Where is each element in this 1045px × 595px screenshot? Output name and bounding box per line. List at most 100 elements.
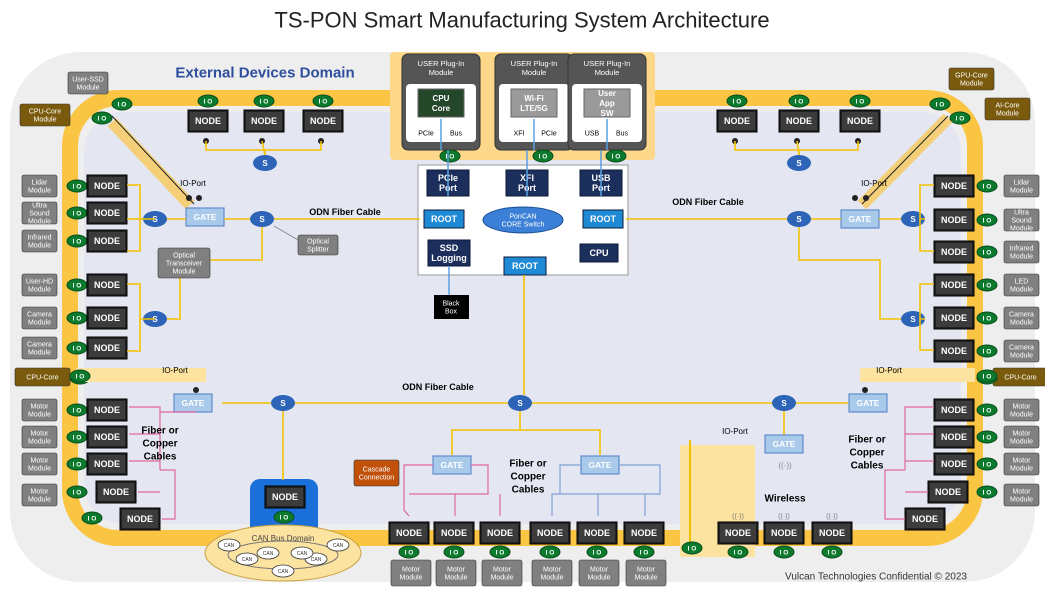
node-box: NODE	[933, 240, 975, 264]
node-label: NODE	[251, 116, 277, 126]
node-face	[190, 112, 226, 130]
can-device-label: CAN	[278, 569, 289, 575]
io-shape	[81, 511, 103, 525]
io-label: I O	[73, 461, 82, 468]
io-shape	[949, 111, 971, 125]
io-label: I O	[780, 549, 789, 556]
core-box-frame	[503, 256, 547, 276]
plugin-bus-left: PCIe	[418, 130, 434, 137]
module-frame	[21, 483, 58, 507]
io-shape	[439, 149, 461, 163]
node-face	[89, 204, 125, 222]
io-shape	[398, 545, 420, 559]
io-label: I O	[319, 98, 328, 105]
io-label: I O	[88, 515, 97, 522]
copper-line	[160, 469, 176, 520]
core-box-frame	[423, 209, 465, 229]
io-port-pill: I O	[727, 545, 749, 559]
core-box-frame	[579, 243, 619, 263]
module-frame	[1003, 339, 1040, 363]
connector-dot	[196, 195, 202, 201]
odn-label-left: ODN Fiber Cable	[309, 207, 381, 217]
io-label: I O	[936, 101, 945, 108]
fiber-line	[261, 140, 266, 156]
module-label: CPU-Core	[26, 374, 58, 381]
io-shape	[539, 545, 561, 559]
inner-domain	[84, 112, 961, 524]
io-port-pill: I O	[81, 511, 103, 525]
node-box: NODE	[933, 174, 975, 198]
node-box: NODE	[839, 109, 881, 133]
io-label: I O	[983, 461, 992, 468]
connector-dot	[862, 387, 868, 393]
splitter-label: S	[796, 215, 802, 224]
module-frame	[1003, 240, 1040, 264]
node-label: NODE	[941, 280, 967, 290]
node-label: NODE	[94, 208, 120, 218]
io-port-pill: I O	[976, 245, 998, 259]
copper-line	[551, 464, 661, 516]
io-port-pill: I O	[66, 403, 88, 417]
io-shape	[976, 430, 998, 444]
io-port-pill: I O	[398, 545, 420, 559]
node-label: NODE	[941, 405, 967, 415]
io-port-pill: I O	[539, 545, 561, 559]
io-port-pill: I O	[532, 149, 554, 163]
node-face	[907, 510, 943, 528]
copper-line	[403, 464, 433, 517]
plugin-bus-left: XFI	[514, 130, 525, 137]
splitter-shape	[271, 395, 295, 411]
node-label: NODE	[912, 514, 938, 524]
node-box: NODE	[433, 521, 475, 545]
fiber-line	[919, 319, 934, 351]
splitter-label: S	[259, 215, 265, 224]
node-label: NODE	[487, 528, 513, 538]
node-label: NODE	[94, 405, 120, 415]
io-label: I O	[73, 210, 82, 217]
wireless-icon: ((·))	[778, 461, 792, 470]
node-label: NODE	[941, 215, 967, 225]
plugin-bus-right: Bus	[450, 130, 463, 137]
node-label: NODE	[584, 528, 610, 538]
io-label: I O	[593, 549, 602, 556]
module-frame	[1003, 425, 1040, 449]
plugin-bus-left: USB	[585, 130, 600, 137]
can-bus-domain	[204, 524, 362, 582]
plugin-bus-right: PCIe	[541, 130, 557, 137]
node-box: NODE	[388, 521, 430, 545]
page-title: TS-PON Smart Manufacturing System Archit…	[274, 8, 769, 33]
node-label: NODE	[847, 116, 873, 126]
io-shape	[929, 97, 951, 111]
io-bar-right	[860, 368, 975, 382]
node-box: NODE	[623, 521, 665, 545]
io-port-pill: I O	[273, 510, 295, 524]
splitter-label: S	[910, 215, 916, 224]
io-shape	[489, 545, 511, 559]
io-label: I O	[73, 489, 82, 496]
io-shape	[976, 369, 998, 383]
node-label: NODE	[941, 432, 967, 442]
can-bus-label: CAN Bus Domain	[252, 534, 315, 543]
splitter-label: S	[910, 315, 916, 324]
io-label: I O	[450, 549, 459, 556]
node-box: NODE	[86, 425, 128, 449]
io-label: I O	[405, 549, 414, 556]
plugin-chip	[583, 88, 631, 118]
